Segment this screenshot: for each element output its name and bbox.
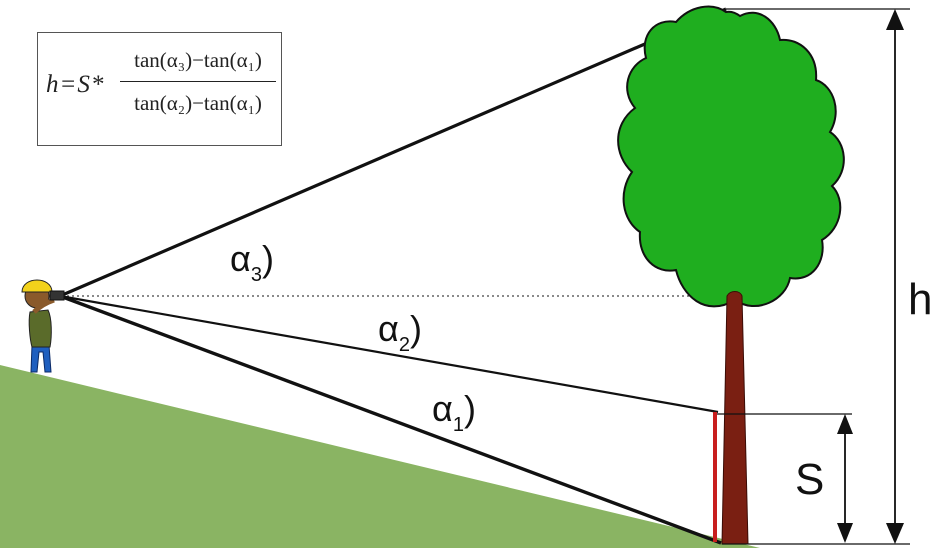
alpha3-symbol: α <box>230 238 251 279</box>
sight-line-stick-top <box>59 294 719 414</box>
formula-fraction: tan(α₃)−tan(α₁) tan(α₂)−tan(α₁) <box>118 43 278 120</box>
s-arrow-up <box>837 414 853 434</box>
sight-line-top <box>59 7 727 298</box>
alpha3-arc: ) <box>261 238 274 279</box>
alpha2-subscript: 2 <box>398 334 410 356</box>
sight-line-base <box>59 294 722 545</box>
observer-arm <box>32 297 55 314</box>
alpha3-subscript: 3 <box>250 264 262 286</box>
angle-label-alpha1: α1) <box>432 388 476 437</box>
ground-slope <box>0 365 760 548</box>
tree-foliage <box>617 5 845 308</box>
h-arrow-up <box>886 9 904 30</box>
alpha2-symbol: α <box>378 308 399 349</box>
measuring-stick <box>713 412 717 542</box>
s-arrow-down <box>837 523 853 543</box>
angle-label-alpha3: α3) <box>230 238 274 287</box>
observer-legs <box>30 344 52 373</box>
tree-trunk <box>721 291 749 545</box>
alpha1-subscript: 1 <box>452 414 464 436</box>
formula-numerator: tan(α₃)−tan(α₁) <box>134 48 262 72</box>
alpha1-arc: ) <box>463 388 476 429</box>
formula-box: h=S* tan(α₃)−tan(α₁) tan(α₂)−tan(α₁) <box>37 32 282 146</box>
alpha1-symbol: α <box>432 388 453 429</box>
observer-helmet <box>21 279 53 293</box>
observer-figure <box>21 279 65 373</box>
formula-denominator: tan(α₂)−tan(α₁) <box>134 91 262 115</box>
fraction-bar <box>120 81 276 82</box>
clinometer-icon <box>49 290 65 301</box>
height-label: h <box>908 275 933 324</box>
angle-label-alpha2: α2) <box>378 308 422 357</box>
formula-lhs: h=S* <box>46 71 105 98</box>
observer-body <box>28 309 52 348</box>
h-arrow-down <box>886 523 904 544</box>
stick-label: S <box>795 455 825 504</box>
alpha2-arc: ) <box>409 308 422 349</box>
